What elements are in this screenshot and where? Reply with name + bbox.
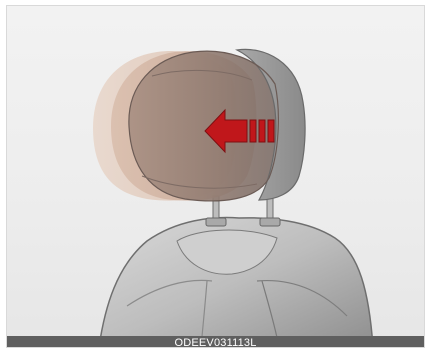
illustration-panel: ODEEV031113L xyxy=(6,5,425,348)
headrest-adjustment-illustration xyxy=(7,6,424,347)
seat-back-icon xyxy=(99,218,373,347)
figure-code: ODEEV031113L xyxy=(7,338,424,348)
caption-bar: ODEEV031113L xyxy=(7,336,424,347)
